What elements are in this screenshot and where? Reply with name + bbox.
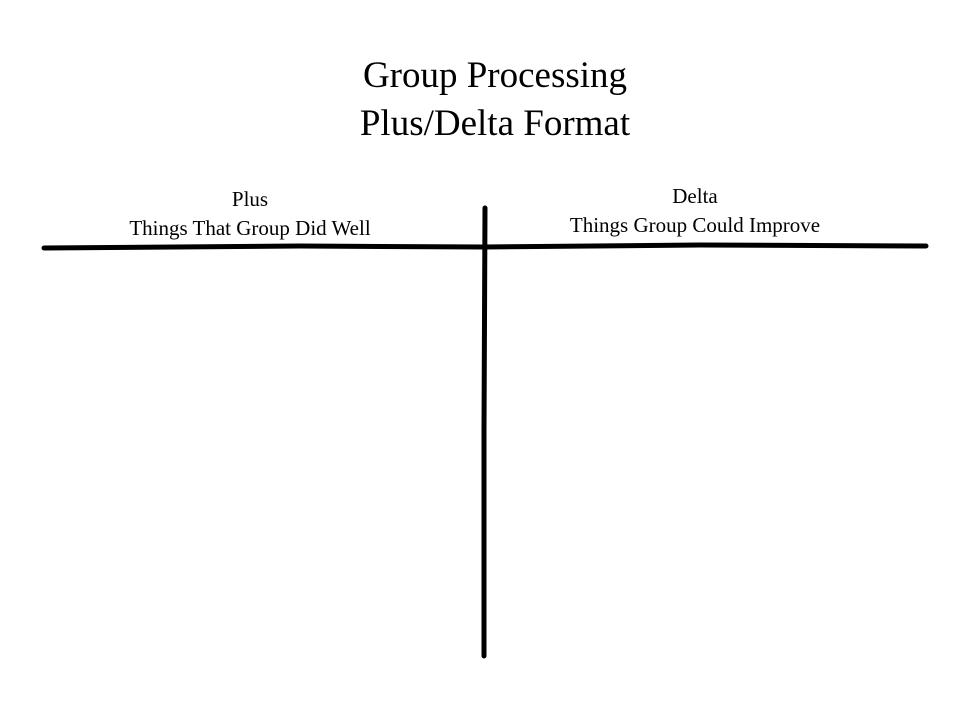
plus-heading: Plus <box>231 187 269 211</box>
horizontal-divider-line <box>41 242 929 251</box>
delta-column-header: Delta Things Group Could Improve <box>530 182 860 240</box>
plus-column-header: Plus Things That Group Did Well <box>90 185 410 243</box>
delta-subheading: Things Group Could Improve <box>569 213 821 237</box>
title-line-1: Group Processing <box>362 55 628 96</box>
title-line-2: Plus/Delta Format <box>359 103 631 144</box>
page-title: Group Processing Plus/Delta Format <box>0 52 960 148</box>
plus-subheading: Things That Group Did Well <box>129 216 371 240</box>
delta-heading: Delta <box>672 184 718 208</box>
vertical-divider-line <box>481 205 488 659</box>
